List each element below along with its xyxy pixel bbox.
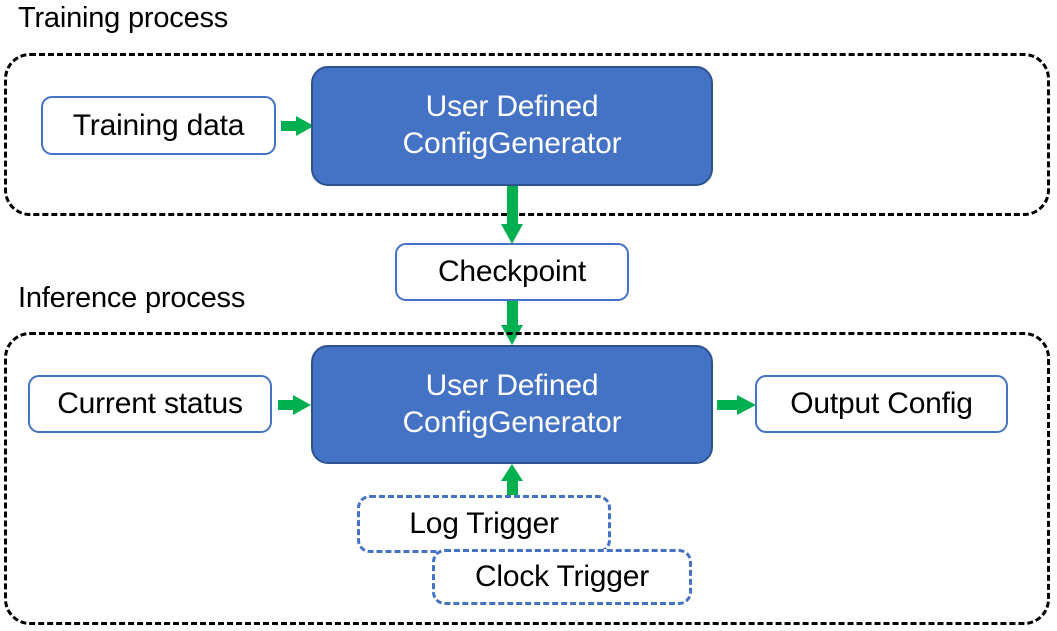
inference-process-container bbox=[4, 332, 1050, 625]
arrow-generator-to-output-config bbox=[717, 395, 756, 415]
inference-generator-line1: User Defined bbox=[425, 368, 599, 402]
checkpoint-box[interactable]: Checkpoint bbox=[395, 243, 629, 301]
training-process-title: Training process bbox=[18, 2, 229, 34]
training-config-generator-box[interactable]: User Defined ConfigGenerator bbox=[311, 66, 713, 186]
inference-generator-line2: ConfigGenerator bbox=[402, 405, 622, 439]
training-generator-line1: User Defined bbox=[425, 90, 599, 124]
training-generator-line2: ConfigGenerator bbox=[402, 127, 622, 160]
inference-process-title: Inference process bbox=[18, 282, 246, 314]
log-trigger-box[interactable]: Log Trigger bbox=[357, 495, 611, 553]
inference-config-generator-box[interactable]: User Defined ConfigGenerator bbox=[311, 345, 713, 464]
arrow-generator-to-checkpoint bbox=[501, 186, 523, 244]
training-data-box[interactable]: Training data bbox=[41, 96, 276, 155]
arrow-checkpoint-to-inference-generator bbox=[501, 301, 523, 345]
arrow-log-trigger-to-generator bbox=[501, 464, 523, 499]
clock-trigger-box[interactable]: Clock Trigger bbox=[432, 549, 692, 605]
arrow-current-status-to-generator bbox=[278, 395, 311, 415]
current-status-box[interactable]: Current status bbox=[28, 375, 272, 433]
arrow-training-data-to-generator bbox=[281, 116, 314, 136]
training-process-container bbox=[4, 53, 1050, 216]
output-config-box[interactable]: Output Config bbox=[755, 375, 1008, 433]
